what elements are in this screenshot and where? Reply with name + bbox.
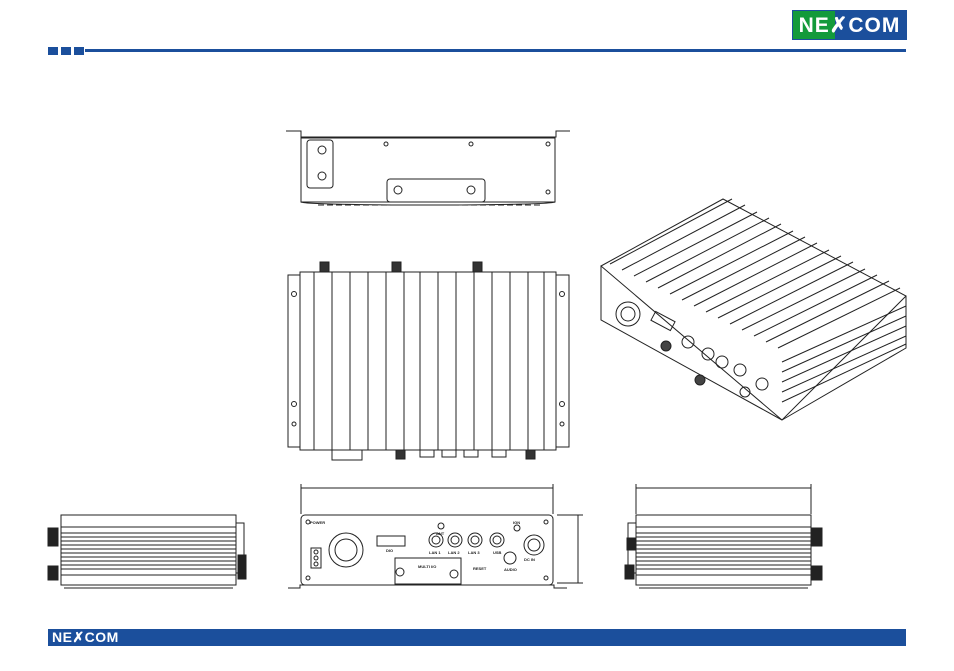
- plan-view-drawing: [287, 261, 570, 461]
- header-rule: [85, 49, 906, 52]
- label-lan2: LAN 2: [448, 550, 460, 555]
- header-squares: [48, 47, 84, 55]
- top-view-drawing: [286, 130, 570, 206]
- right-side-view-drawing: [624, 484, 823, 589]
- footer-logo: NE✗COM: [52, 629, 119, 645]
- label-dc-in: DC IN: [524, 557, 535, 562]
- left-side-view-drawing: [47, 514, 247, 589]
- label-ignition: IGN: [513, 520, 521, 525]
- brand-logo-text: NE✗COM: [798, 13, 901, 37]
- label-reset: RESET: [473, 566, 487, 571]
- label-multi-io: MULTI I/O: [418, 564, 437, 569]
- label-audio: AUDIO: [504, 567, 517, 572]
- footer-bar: [48, 629, 906, 646]
- isometric-view-drawing: [600, 198, 907, 421]
- front-view-drawing: [288, 484, 583, 589]
- label-dio: DIO: [386, 548, 394, 553]
- label-usb: USB: [493, 550, 502, 555]
- label-power: POWER: [310, 520, 326, 525]
- brand-logo: NE✗COM: [792, 10, 907, 40]
- label-lan1: LAN 1: [429, 550, 441, 555]
- label-antenna: ANT: [436, 531, 445, 536]
- label-lan3: LAN 3: [468, 550, 480, 555]
